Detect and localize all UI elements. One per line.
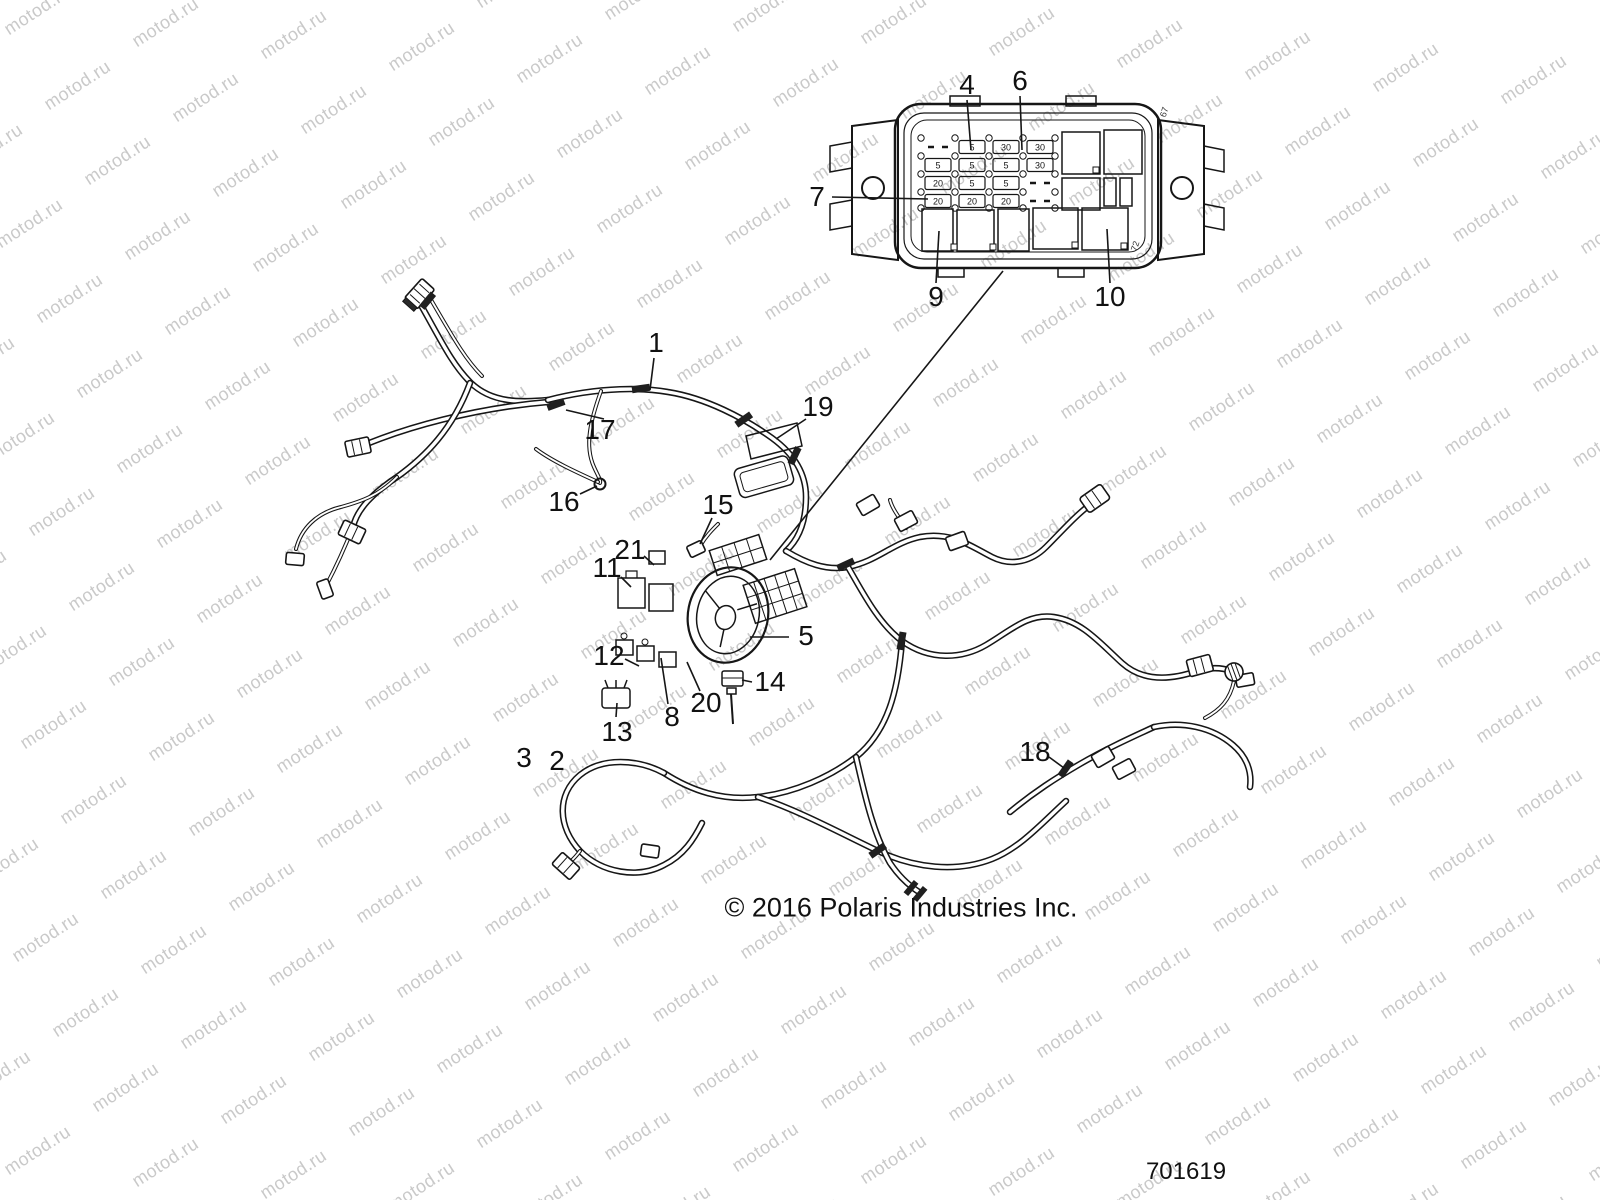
fuse-rating: 5 xyxy=(969,179,974,189)
fuse-rating: 20 xyxy=(967,197,977,207)
mold-mark: 72 xyxy=(1129,240,1142,253)
switch-block xyxy=(708,533,768,577)
mold-mark: 67 xyxy=(1158,106,1171,119)
round-connector xyxy=(1224,662,1244,682)
fuse-rating: 30 xyxy=(1001,143,1011,153)
fuse-rating: 5 xyxy=(1003,161,1008,171)
relay-cluster xyxy=(593,477,744,725)
fuse-rating: 5 xyxy=(1003,179,1008,189)
fusebox-fuse-grid: 5 20 20 5 5 5 20 30 5 5 20 30 30 xyxy=(917,134,1059,212)
fusebox-left-bracket xyxy=(829,118,899,262)
fusebox-mold-marks: 67 72 xyxy=(1129,106,1171,253)
fuse-rating: 30 xyxy=(1035,161,1045,171)
fusebox-right-bracket xyxy=(1157,118,1225,262)
fuse-rating: 20 xyxy=(933,179,943,189)
part-number: 701619 xyxy=(1145,1158,1227,1185)
fuse-rating: 5 xyxy=(969,143,974,153)
fuse-rating: 5 xyxy=(935,161,940,171)
fusebox-relay-cavities xyxy=(921,129,1143,252)
fuse-rating: 30 xyxy=(1035,143,1045,153)
harness-tubes xyxy=(294,286,1254,896)
blank-label-plate xyxy=(745,422,803,460)
fuse-rating: 20 xyxy=(933,197,943,207)
steering-wheel xyxy=(686,566,770,664)
ecu-module xyxy=(733,455,795,499)
fuse-rating: 5 xyxy=(969,161,974,171)
callout-leader-lines xyxy=(565,95,1111,769)
harness-connectors xyxy=(284,278,1256,903)
control-module xyxy=(742,567,808,625)
fuse-rating: 20 xyxy=(1001,197,1011,207)
copyright-text: © 2016 Polaris Industries Inc. xyxy=(724,892,1078,923)
harness-clamps xyxy=(419,291,1074,859)
fusebox: 5 20 20 5 5 5 20 30 5 5 20 30 30 67 72 xyxy=(829,95,1225,278)
